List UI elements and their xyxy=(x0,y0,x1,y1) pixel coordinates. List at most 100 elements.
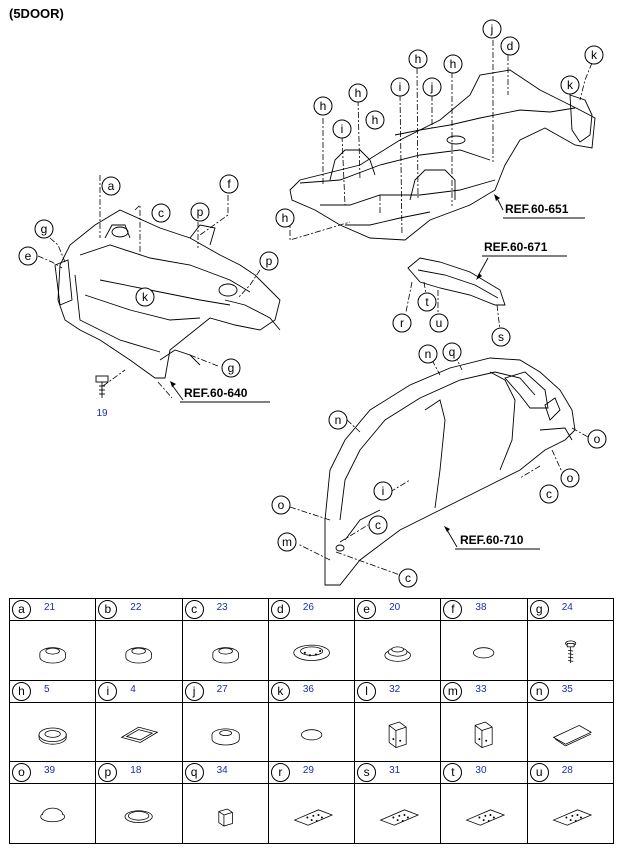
legend-part-number: 32 xyxy=(389,683,401,695)
legend-part-number: 5 xyxy=(44,683,50,695)
round-plug-icon xyxy=(125,647,153,664)
front-end-drawing xyxy=(37,175,281,399)
callout-p: p xyxy=(190,202,210,222)
legend-header-j: j 27 xyxy=(181,679,269,703)
callout-k: k xyxy=(584,45,604,65)
legend-picture-e xyxy=(354,620,442,681)
callout-q: q xyxy=(442,342,462,362)
round-plug-icon xyxy=(39,647,66,664)
callout-h: h xyxy=(275,208,295,228)
rimmed-oval-plug-icon xyxy=(124,810,153,824)
callout-h: h xyxy=(408,49,428,69)
svg-text:o: o xyxy=(594,432,601,446)
legend-picture-b xyxy=(95,620,183,681)
callout-g: g xyxy=(221,358,241,378)
callout-m: m xyxy=(277,532,297,552)
legend-letter: l xyxy=(357,681,377,701)
legend-letter: t xyxy=(443,763,463,783)
large-dotted-plug-icon xyxy=(293,644,330,662)
legend-letter: h xyxy=(12,681,31,701)
svg-text:j: j xyxy=(490,22,494,36)
callout-e: e xyxy=(18,246,38,266)
legend-part-number: 23 xyxy=(216,602,228,613)
svg-text:h: h xyxy=(355,86,362,100)
legend-letter: a xyxy=(12,600,31,619)
ref-label-671: REF.60-671 xyxy=(476,240,567,280)
svg-text:i: i xyxy=(382,484,385,498)
legend-part-number: 27 xyxy=(216,683,228,695)
legend-picture-j xyxy=(181,701,269,763)
legend-letter: u xyxy=(529,763,549,783)
legend-picture-f xyxy=(440,620,528,681)
legend-letter: b xyxy=(98,600,118,619)
legend-picture-h xyxy=(8,701,97,763)
svg-text:h: h xyxy=(320,99,327,113)
callout-c: c xyxy=(398,568,418,588)
thick-grommet-icon xyxy=(211,728,240,746)
ring-grommet-icon xyxy=(38,727,67,745)
callout-o: o xyxy=(271,495,291,515)
legend-part-number: 24 xyxy=(561,602,573,613)
svg-text:REF.60-651: REF.60-651 xyxy=(505,202,569,216)
svg-text:k: k xyxy=(142,290,149,304)
legend-picture-d xyxy=(267,620,356,681)
svg-text:e: e xyxy=(25,249,32,263)
svg-text:h: h xyxy=(282,211,289,225)
legend-letter: r xyxy=(270,763,290,783)
legend-part-number: 31 xyxy=(389,765,401,777)
legend-picture-i xyxy=(95,701,183,763)
callout-c: c xyxy=(151,203,171,223)
svg-text:d: d xyxy=(507,39,514,53)
legend-letter: s xyxy=(357,763,377,783)
legend-part-number: 4 xyxy=(130,683,136,695)
svg-text:j: j xyxy=(430,80,434,94)
legend-letter: i xyxy=(98,681,118,701)
legend-letter: m xyxy=(443,681,463,701)
round-plug-icon xyxy=(212,647,239,664)
dotted-pad-icon xyxy=(379,809,420,827)
dotted-pad-icon xyxy=(465,809,506,827)
legend-picture-g xyxy=(526,620,615,681)
callout-k: k xyxy=(560,75,580,95)
legend-letter: o xyxy=(12,763,31,783)
legend-picture-t xyxy=(440,783,528,844)
svg-text:t: t xyxy=(425,295,429,309)
callout-p: p xyxy=(259,251,279,271)
legend-part-number: 36 xyxy=(302,683,314,695)
bolt-drawing xyxy=(95,375,109,398)
bolt-part-number: 19 xyxy=(96,408,108,419)
legend-picture-o xyxy=(8,783,97,844)
flat-oval-pad-icon xyxy=(300,729,323,741)
callout-h: h xyxy=(348,83,368,103)
svg-text:a: a xyxy=(108,179,115,193)
legend-picture-m xyxy=(440,701,528,763)
callout-g: g xyxy=(34,219,54,239)
ref-label-710: REF.60-710 xyxy=(444,526,540,550)
callout-d: d xyxy=(500,36,520,56)
legend-picture-l xyxy=(354,701,442,763)
svg-text:n: n xyxy=(425,347,432,361)
callout-r: r xyxy=(392,313,412,333)
svg-text:c: c xyxy=(158,206,164,220)
legend-picture-s xyxy=(354,783,442,844)
svg-text:n: n xyxy=(335,413,342,427)
callout-c: c xyxy=(368,515,388,535)
svg-text:h: h xyxy=(415,52,422,66)
legend-part-number: 22 xyxy=(130,602,142,613)
legend-part-number: 30 xyxy=(475,765,487,777)
callout-o: o xyxy=(587,429,607,449)
legend-letter: d xyxy=(270,600,290,619)
svg-text:k: k xyxy=(567,78,574,92)
legend-letter: j xyxy=(184,681,204,701)
legend-picture-p xyxy=(95,783,183,844)
callout-s: s xyxy=(491,327,511,347)
